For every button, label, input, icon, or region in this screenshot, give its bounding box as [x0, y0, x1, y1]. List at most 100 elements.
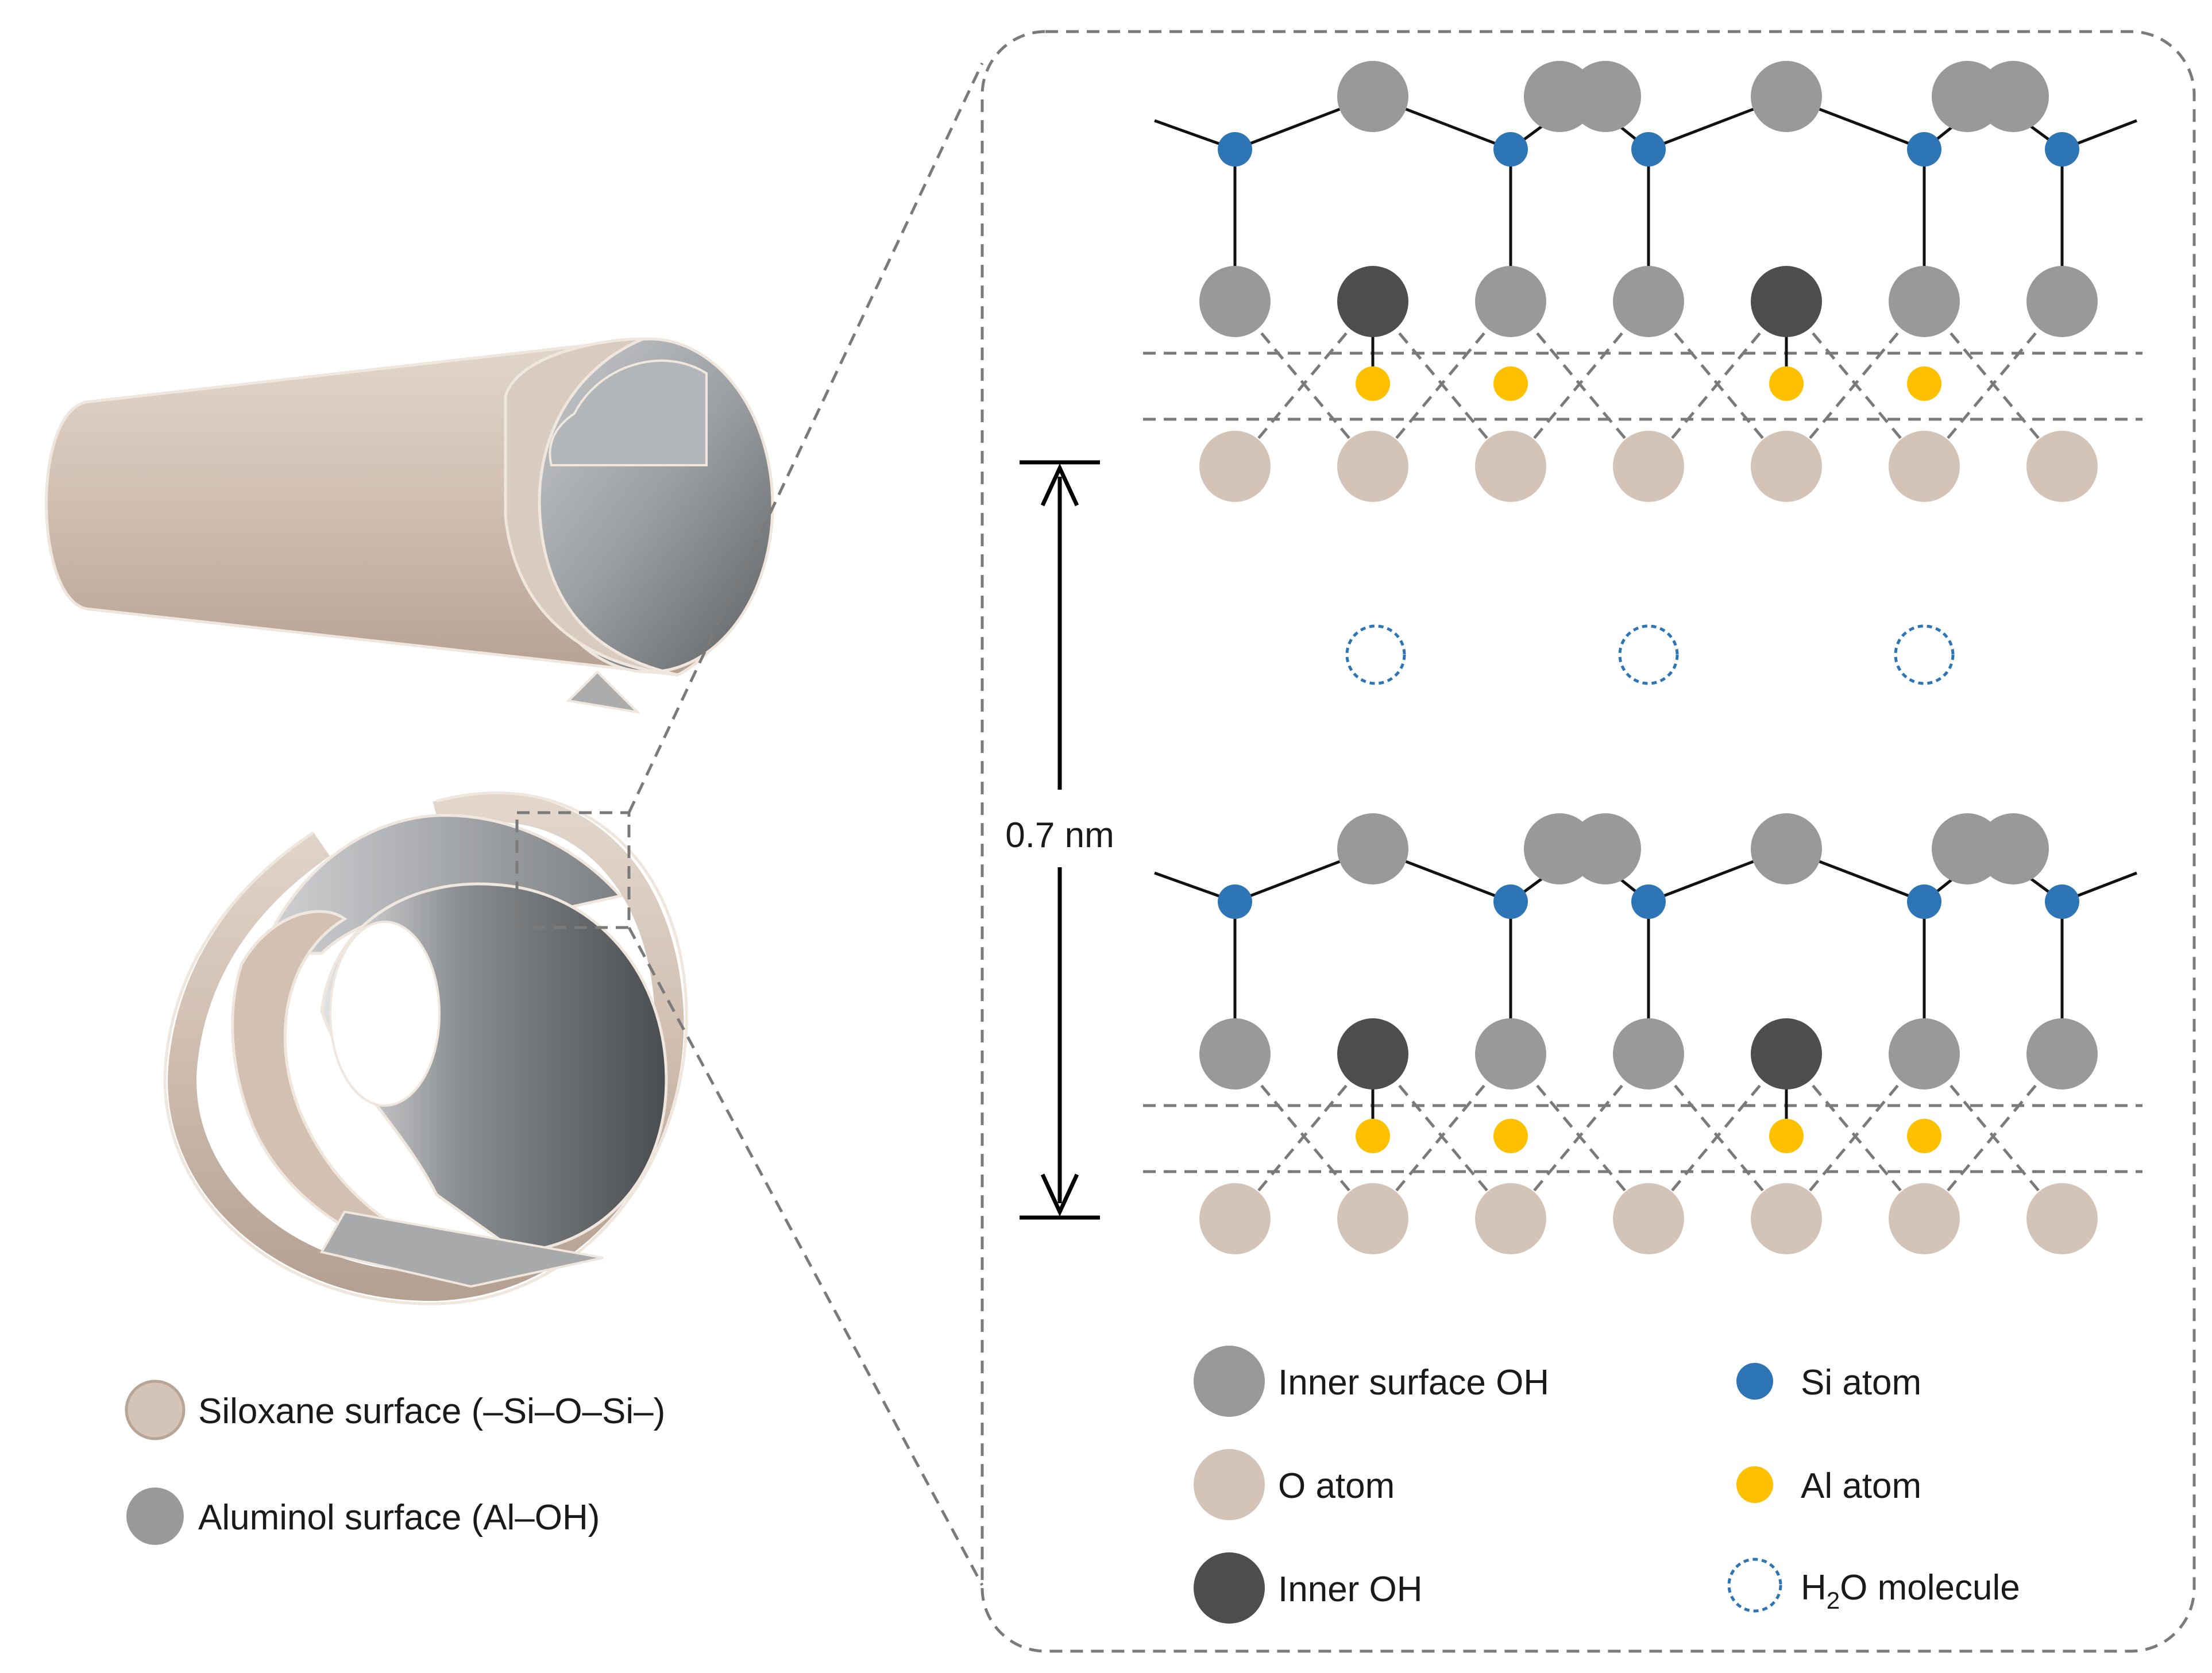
h2o-molecule [1618, 624, 1679, 685]
octahedral-dash [1510, 300, 1650, 467]
o-atom [1475, 431, 1546, 502]
rolled-tube-side-view [45, 337, 774, 714]
inner-surface-oh-atom [1889, 1018, 1960, 1089]
si-atom [1218, 132, 1252, 167]
octahedral-dash [1923, 1053, 2063, 1220]
tube-outer-lip [504, 337, 678, 677]
o-atom [2026, 431, 2098, 502]
inner-oh-atom [1337, 266, 1408, 337]
atom-legend: Inner surface OH O atom Inner OH Si atom… [1194, 1346, 2020, 1624]
legend-si-atom-label: Si atom [1801, 1363, 1921, 1402]
si-atom [1631, 884, 1666, 919]
legend-h2o-swatch [1727, 1558, 1782, 1613]
si-atom [1907, 884, 1941, 919]
inner-surface-oh-atom [1199, 1018, 1271, 1089]
al-atom [1907, 366, 1941, 401]
legend-al-atom-label: Al atom [1801, 1466, 1921, 1506]
apical-o-atom [1978, 61, 2049, 132]
o-atom [1199, 431, 1271, 502]
al-atom [1356, 366, 1390, 401]
apical-o-atom [1570, 61, 1641, 132]
tube-inner-flap [549, 360, 708, 466]
zoom-connector-bottom [627, 926, 984, 1586]
al-atom [1356, 1119, 1390, 1153]
scroll-loose-edge [319, 1210, 604, 1288]
h2o-molecule [1894, 624, 1955, 685]
inner-surface-oh-atom [1475, 1018, 1546, 1089]
apical-o-atom [1978, 813, 2049, 884]
octahedral-dash [1785, 1053, 1925, 1220]
aluminol-label: Aluminol surface (Al–OH) [198, 1498, 600, 1537]
o-atom [1199, 1183, 1271, 1254]
apical-o-atom [1337, 61, 1408, 132]
o-atom [1337, 1183, 1408, 1254]
octahedral-dash [1647, 300, 1788, 467]
al-atom [1769, 366, 1804, 401]
o-atom [1889, 431, 1960, 502]
octahedral-dash [1510, 1053, 1650, 1220]
h2o-molecule [1345, 624, 1406, 685]
al-atom [1769, 1119, 1804, 1153]
al-atom [1493, 1119, 1528, 1153]
water-layer [1345, 624, 1955, 685]
octahedral-dash [1372, 1053, 1512, 1220]
al-atom [1493, 366, 1528, 401]
octahedral-dash [1372, 300, 1512, 467]
o-atom [1613, 431, 1684, 502]
apical-o-atom [1337, 813, 1408, 884]
legend-o-atom-swatch [1194, 1449, 1265, 1520]
inner-oh-atom [1751, 1018, 1822, 1089]
legend-inner-surface-oh-swatch [1194, 1346, 1265, 1417]
inner-surface-oh-atom [1613, 1018, 1684, 1089]
octahedral-dash [1234, 300, 1374, 467]
o-atom [1337, 431, 1408, 502]
legend-al-atom-swatch [1736, 1466, 1773, 1503]
inner-surface-oh-atom [2026, 266, 2098, 337]
inner-surface-oh-atom [1199, 266, 1271, 337]
legend-si-atom-swatch [1736, 1363, 1773, 1400]
scale-label: 0.7 nm [1005, 816, 1114, 855]
inner-surface-oh-atom [2026, 1018, 2098, 1089]
legend-o-atom-label: O atom [1278, 1466, 1395, 1506]
si-atom [1907, 132, 1941, 167]
zoom-box [515, 811, 631, 929]
inner-surface-oh-atom [1889, 266, 1960, 337]
scroll-hollow [329, 921, 441, 1107]
si-atom [1631, 132, 1666, 167]
si-atom [1493, 884, 1528, 919]
octahedral-dash [1923, 300, 2063, 467]
legend-inner-oh-label: Inner OH [1278, 1570, 1423, 1609]
apical-o-atom [1751, 61, 1822, 132]
o-atom [1889, 1183, 1960, 1254]
si-atom [2045, 884, 2079, 919]
octahedral-dash [1234, 1053, 1374, 1220]
zoom-panel [980, 30, 2196, 1653]
legend-inner-surface-oh-label: Inner surface OH [1278, 1363, 1549, 1402]
siloxane-label: Siloxane surface (–Si–O–Si–) [198, 1392, 665, 1431]
atomic-layers [1143, 61, 2142, 1254]
inner-oh-atom [1751, 266, 1822, 337]
siloxane-swatch [125, 1380, 186, 1440]
apical-o-atom [1751, 813, 1822, 884]
si-atom [1493, 132, 1528, 167]
si-atom [1218, 884, 1252, 919]
si-atom [2045, 132, 2079, 167]
inner-surface-oh-atom [1475, 266, 1546, 337]
legend-inner-oh-swatch [1194, 1552, 1265, 1624]
scroll-outer-rim [163, 791, 688, 1305]
o-atom [1475, 1183, 1546, 1254]
legend-h2o-label: H2O molecule [1801, 1568, 2020, 1614]
zoom-connector-top [627, 62, 984, 814]
o-atom [1751, 1183, 1822, 1254]
octahedral-dash [1647, 1053, 1788, 1220]
tube-loose-edge [566, 670, 641, 714]
o-atom [1751, 431, 1822, 502]
inner-surface-oh-atom [1613, 266, 1684, 337]
o-atom [2026, 1183, 2098, 1254]
al-atom [1907, 1119, 1941, 1153]
aluminol-swatch [126, 1487, 184, 1545]
inner-oh-atom [1337, 1018, 1408, 1089]
octahedral-dash [1785, 300, 1925, 467]
apical-o-atom [1570, 813, 1641, 884]
clay-layer [1143, 61, 2142, 502]
